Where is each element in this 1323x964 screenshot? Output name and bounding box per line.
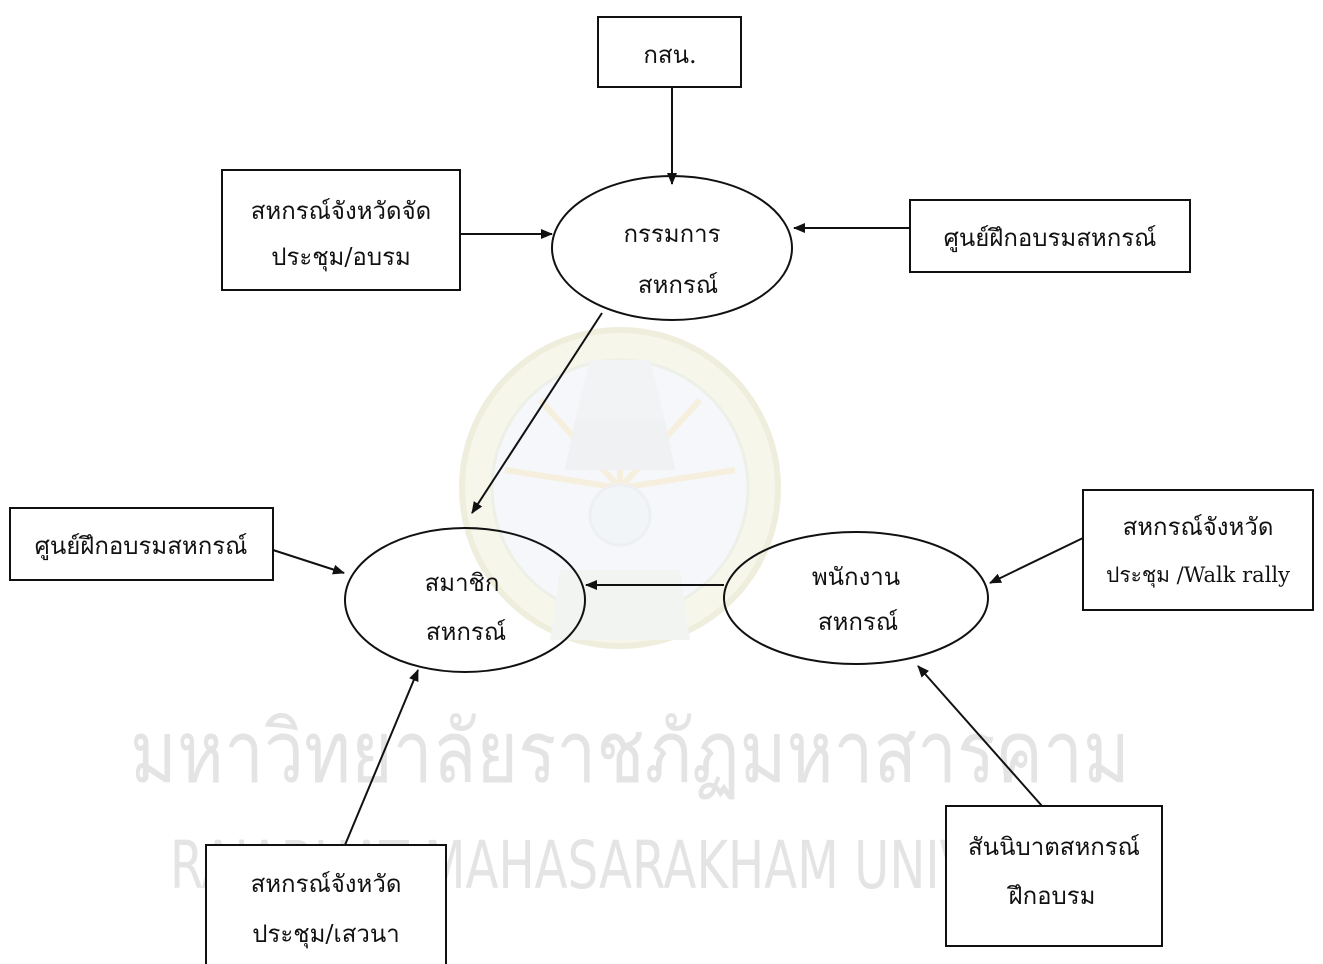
edge-league-to-staff (917, 665, 1043, 807)
node-coop-committee-line2: สหกรณ์ (638, 271, 718, 299)
node-provincial-meeting-training-line2: ประชุม/อบรม (271, 243, 411, 272)
node-coop-members-line1: สมาชิก (425, 569, 500, 597)
node-coop-members: สมาชิก สหกรณ์ (344, 527, 586, 673)
node-coop-committee: กรรมการ สหกรณ์ (551, 175, 793, 321)
node-provincial-meeting-training: สหกรณ์จังหวัดจัด ประชุม/อบรม (221, 169, 461, 291)
edge-seminar-to-members (344, 669, 419, 846)
node-provincial-meeting-training-line1: สหกรณ์จังหวัดจัด (251, 197, 431, 225)
watermark-thai-name: มหาวิทยาลัยราชภัฏมหาสารคาม (130, 703, 1130, 803)
node-training-center-left-label: ศูนย์ฝึกอบรมสหกรณ์ (35, 532, 248, 561)
node-coop-league-training-line2: ฝึกอบรม (1006, 882, 1095, 910)
edges (272, 87, 1084, 846)
edge-training-center-to-members (272, 549, 345, 575)
node-coop-staff-line1: พนักงาน (812, 563, 900, 591)
node-kson-label: กสน. (643, 41, 696, 69)
node-training-center-top: ศูนย์ฝึกอบรมสหกรณ์ (909, 199, 1191, 273)
node-coop-members-line2: สหกรณ์ (426, 618, 506, 646)
node-training-center-left: ศูนย์ฝึกอบรมสหกรณ์ (9, 507, 274, 581)
university-seal-watermark (459, 327, 781, 649)
node-coop-staff-line2: สหกรณ์ (818, 608, 898, 636)
edge-walk-rally-to-staff (989, 537, 1084, 584)
node-training-center-top-label: ศูนย์ฝึกอบรมสหกรณ์ (944, 224, 1157, 253)
node-provincial-walk-rally-line2: ประชุม /Walk rally (1106, 563, 1290, 588)
node-provincial-seminar-line1: สหกรณ์จังหวัด (251, 870, 402, 898)
node-coop-league-training-line1: สันนิบาตสหกรณ์ (968, 833, 1140, 861)
node-coop-committee-line1: กรรมการ (623, 220, 720, 248)
node-coop-staff: พนักงาน สหกรณ์ (723, 531, 989, 665)
node-kson: กสน. (597, 16, 742, 88)
node-provincial-seminar: สหกรณ์จังหวัด ประชุม/เสวนา (205, 844, 447, 964)
node-provincial-walk-rally: สหกรณ์จังหวัด ประชุม /Walk rally (1082, 489, 1314, 611)
edge-committee-to-members (471, 312, 603, 514)
node-coop-league-training: สันนิบาตสหกรณ์ ฝึกอบรม (945, 805, 1163, 947)
node-provincial-walk-rally-line1: สหกรณ์จังหวัด (1123, 513, 1274, 541)
node-provincial-seminar-line2: ประชุม/เสวนา (252, 920, 399, 949)
